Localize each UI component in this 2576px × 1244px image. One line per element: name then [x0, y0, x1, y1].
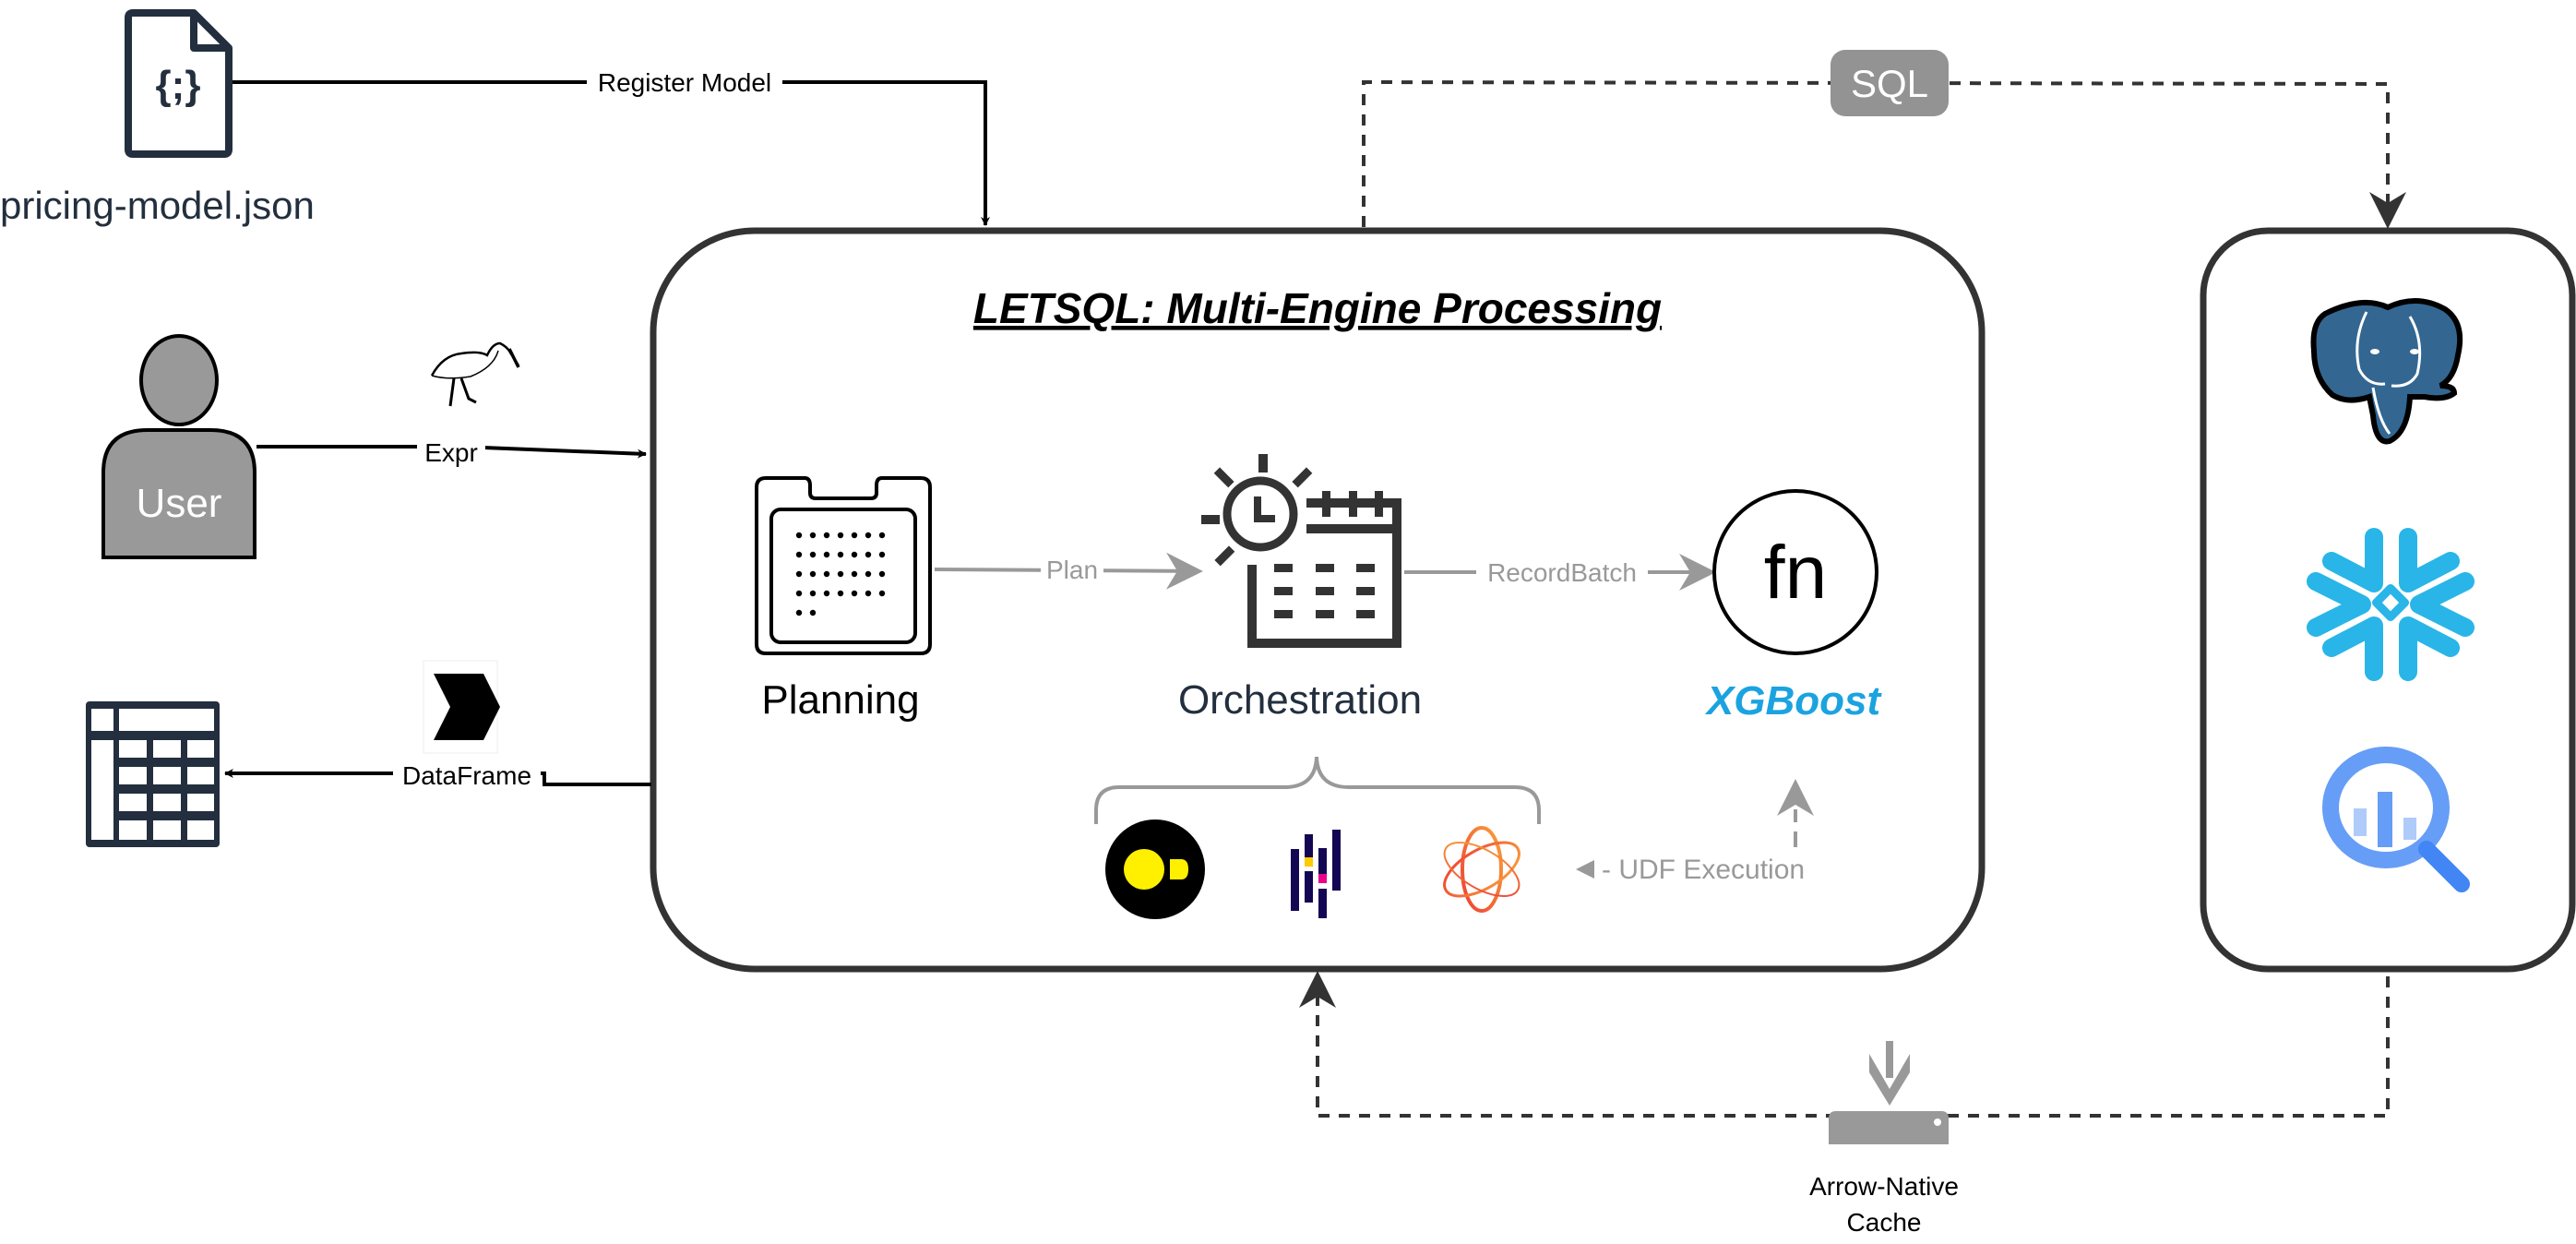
planning-dot [809, 609, 817, 616]
planning-dot [878, 570, 886, 578]
planning-dot [878, 590, 886, 597]
pandas-icon[interactable] [1291, 830, 1341, 918]
planning-dot [865, 551, 872, 558]
cache-label-line1: Arrow-Native [1809, 1172, 1959, 1201]
json-file-icon[interactable]: {;} [125, 9, 233, 158]
bigquery-icon[interactable] [2322, 747, 2470, 892]
planning-dot [795, 590, 803, 597]
planning-dot [809, 532, 817, 539]
udf-execution-label: - UDF Execution [1602, 855, 1805, 885]
planning-dot [851, 551, 858, 558]
planning-dot [851, 532, 858, 539]
chevrons-right-icon [423, 660, 500, 754]
duckdb-icon[interactable] [1105, 819, 1205, 919]
engines-brace [1094, 756, 1541, 824]
planning-dot [823, 532, 830, 539]
svg-text:{;}: {;} [156, 63, 201, 108]
recordbatch-label: RecordBatch [1487, 558, 1637, 587]
planning-dot [837, 532, 844, 539]
planning-dot [823, 551, 830, 558]
planning-dot [795, 532, 803, 539]
dataframe-edge [224, 769, 651, 786]
planning-dot [878, 532, 886, 539]
user-label: User [137, 481, 222, 526]
orchestration-label: Orchestration [1178, 677, 1422, 723]
planning-dot [823, 590, 830, 597]
planning-dot [837, 570, 844, 578]
cache-storage-icon [1829, 1041, 1949, 1144]
planning-dot [865, 570, 872, 578]
user-icon[interactable]: User [101, 334, 256, 559]
model-file-label: pricing-model.json [0, 184, 315, 227]
planning-dot [823, 570, 830, 578]
datafusion-atom-icon[interactable] [1437, 826, 1528, 913]
expr-label: Expr [424, 438, 478, 467]
planning-dot [865, 590, 872, 597]
postgres-elephant-icon[interactable] [2310, 297, 2463, 445]
snowflake-icon[interactable] [2307, 528, 2475, 681]
xgboost-label: XGBoost [1704, 678, 1883, 724]
planning-label: Planning [761, 677, 919, 723]
planning-dot [865, 532, 872, 539]
planning-dot [837, 551, 844, 558]
table-icon[interactable] [86, 701, 220, 847]
dataframe-label: DataFrame [402, 761, 531, 790]
plan-label: Plan [1046, 556, 1098, 584]
planning-dot [809, 551, 817, 558]
planning-dot [851, 570, 858, 578]
planning-dot [795, 551, 803, 558]
planning-dot [809, 590, 817, 597]
calendar-clock-icon[interactable] [1201, 454, 1401, 648]
sql-badge: SQL [1831, 50, 1949, 116]
ibis-bird-icon [430, 341, 520, 407]
planning-dot [878, 551, 886, 558]
letsql-container [650, 227, 1986, 973]
planning-dot [795, 570, 803, 578]
planning-card-icon[interactable] [755, 476, 932, 655]
register-model-edge [233, 80, 990, 226]
backends-container [2200, 227, 2576, 973]
svg-text:SQL: SQL [1851, 62, 1928, 105]
fn-circle-icon[interactable]: fn [1712, 489, 1878, 655]
cache-label-line2: Cache [1847, 1208, 1922, 1237]
diagram-title: LETSQL: Multi-Engine Processing [973, 284, 1662, 332]
register-model-label: Register Model [598, 68, 771, 97]
cache-edge [1299, 971, 2390, 1118]
planning-dot [795, 609, 803, 616]
svg-text:fn: fn [1764, 531, 1827, 615]
planning-dot [837, 590, 844, 597]
planning-dot [851, 590, 858, 597]
planning-dot [809, 570, 817, 578]
